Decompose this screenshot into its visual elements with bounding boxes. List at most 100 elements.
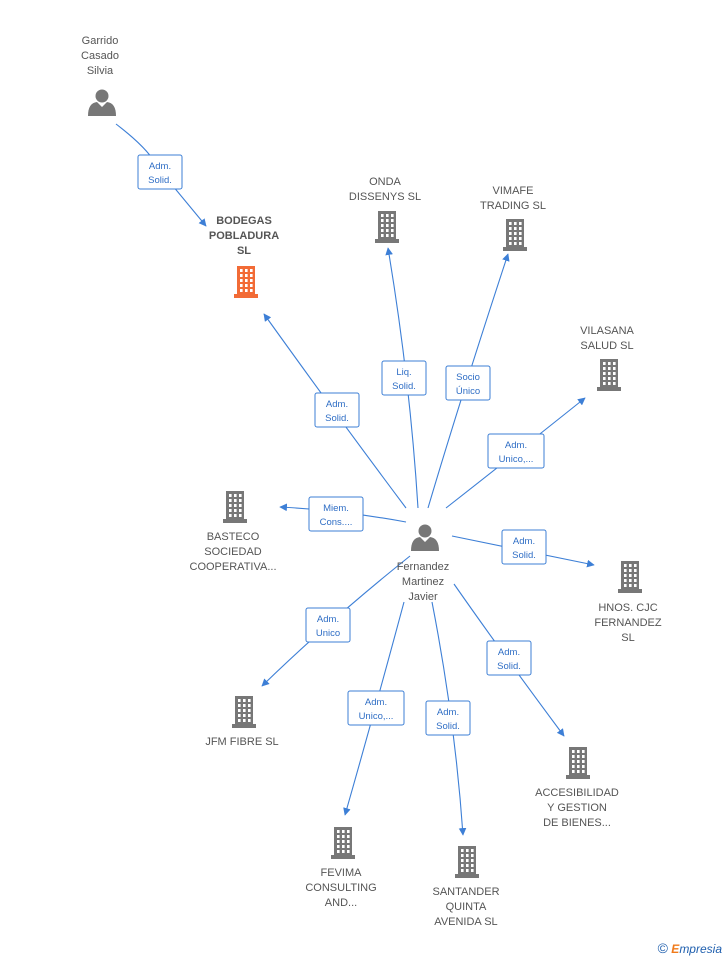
node-label-line: POBLADURA xyxy=(209,230,279,242)
node-label-line: VILASANA xyxy=(580,325,634,337)
company-label-basteco: BASTECO SOCIEDAD COOPERATIVA... xyxy=(190,531,277,573)
edge-label-text: Adm. xyxy=(505,440,527,451)
node-label-line: TRADING SL xyxy=(480,200,546,212)
edge-label-box[interactable] xyxy=(425,700,471,736)
copyright-symbol: © xyxy=(657,940,668,956)
brand-initial: E xyxy=(671,942,680,956)
center-person-icon[interactable] xyxy=(411,524,439,552)
node-label-line: Casado xyxy=(81,50,119,62)
edge-label-box[interactable] xyxy=(347,690,405,726)
building-icon-jfm[interactable] xyxy=(232,696,256,728)
edge-label-text: Solid. xyxy=(436,721,460,732)
edge-label-text: Unico,... xyxy=(499,454,534,465)
edge-label-box[interactable] xyxy=(486,640,532,676)
node-label-line: ACCESIBILIDAD xyxy=(535,787,619,799)
node-label-line: BODEGAS xyxy=(216,215,272,227)
edge-label-text: Socio xyxy=(456,372,480,383)
company-label-accesibilidad: ACCESIBILIDAD Y GESTION DE BIENES... xyxy=(535,787,619,829)
edge-santander: Adm. Solid. xyxy=(425,601,471,836)
edge-label-text: Adm. xyxy=(365,697,387,708)
edge-label-text: Solid. xyxy=(392,381,416,392)
node-label-line: DE BIENES... xyxy=(543,817,611,829)
edge-label-box[interactable] xyxy=(501,529,547,565)
edge-label-box[interactable] xyxy=(487,433,545,469)
edge-label-text: Solid. xyxy=(148,175,172,186)
edge-label-text: Solid. xyxy=(325,413,349,424)
edge-basteco: Miem. Cons.... xyxy=(279,496,407,532)
edge-label-text: Solid. xyxy=(497,661,521,672)
edge-label-text: Unico,... xyxy=(359,711,394,722)
edge-bodegas: Adm. Solid. xyxy=(263,313,407,509)
node-label-line: SALUD SL xyxy=(580,340,633,352)
company-label-onda: ONDA DISSENYS SL xyxy=(349,176,421,203)
node-label-line: SL xyxy=(237,245,251,257)
edge-label-text: Cons.... xyxy=(320,517,353,528)
node-label-line: JFM FIBRE SL xyxy=(205,736,278,748)
building-icon-vilasana[interactable] xyxy=(597,359,621,391)
building-icon-santander[interactable] xyxy=(455,846,479,878)
node-label-line: CONSULTING xyxy=(305,882,376,894)
node-label-line: FERNANDEZ xyxy=(594,617,662,629)
node-label-line: AND... xyxy=(325,897,357,909)
building-icon-onda[interactable] xyxy=(375,211,399,243)
company-label-jfm: JFM FIBRE SL xyxy=(205,736,278,748)
edge-label-text: Adm. xyxy=(149,161,171,172)
node-label-line: SL xyxy=(621,632,634,644)
edge-label-box[interactable] xyxy=(305,607,351,643)
empresia-logo: © Empresia xyxy=(658,940,722,956)
company-label-fevima: FEVIMA CONSULTING AND... xyxy=(305,867,376,909)
node-label-line: Y GESTION xyxy=(547,802,607,814)
edge-onda: Liq. Solid. xyxy=(381,247,427,509)
node-label-line: Garrido xyxy=(82,35,119,47)
edge-label-text: Adm. xyxy=(498,647,520,658)
building-icon-basteco[interactable] xyxy=(223,491,247,523)
edge-label-text: Adm. xyxy=(317,614,339,625)
edge-label-box[interactable] xyxy=(137,154,183,190)
company-label-hnos: HNOS. CJC FERNANDEZ SL xyxy=(594,602,662,644)
node-label-line: Fernandez xyxy=(397,561,450,573)
edge-label-text: Solid. xyxy=(512,550,536,561)
node-label-line: Silvia xyxy=(87,65,114,77)
node-label-line: ONDA xyxy=(369,176,401,188)
edge-label-text: Único xyxy=(456,386,480,397)
edge-label-box[interactable] xyxy=(308,496,364,532)
edge-label-box[interactable] xyxy=(314,392,360,428)
edge-vilasana: Adm. Unico,... xyxy=(445,397,586,509)
edge-jfm: Adm. Unico xyxy=(261,555,411,687)
edge-accesibilidad: Adm. Solid. xyxy=(453,583,565,737)
edge-label-text: Liq. xyxy=(396,367,411,378)
building-icon-bodegas[interactable] xyxy=(234,266,258,298)
edge-hnos: Adm. Solid. xyxy=(451,529,595,568)
node-label-line: AVENIDA SL xyxy=(434,916,497,928)
node-label-line: FEVIMA xyxy=(321,867,363,879)
node-label-line: HNOS. CJC xyxy=(598,602,657,614)
node-label-line: DISSENYS SL xyxy=(349,191,421,203)
top-person-icon[interactable] xyxy=(88,89,116,117)
node-label-line: COOPERATIVA... xyxy=(190,561,277,573)
brand-name: mpresia xyxy=(679,942,722,956)
building-icon-accesibilidad[interactable] xyxy=(566,747,590,779)
edge-label-text: Adm. xyxy=(513,536,535,547)
edge-label-box[interactable] xyxy=(445,365,491,401)
edge-label-text: Adm. xyxy=(437,707,459,718)
edge-fevima: Adm. Unico,... xyxy=(343,601,405,816)
edge-label-box[interactable] xyxy=(381,360,427,396)
node-label-line: SOCIEDAD xyxy=(204,546,262,558)
edge-label-text: Adm. xyxy=(326,399,348,410)
company-label-bodegas: BODEGAS POBLADURA SL xyxy=(209,215,279,257)
building-icon-fevima[interactable] xyxy=(331,827,355,859)
building-icon-vimafe[interactable] xyxy=(503,219,527,251)
node-label-line: Martinez xyxy=(402,576,444,588)
node-label-line: BASTECO xyxy=(207,531,260,543)
edge-label-text: Miem. xyxy=(323,503,349,514)
edge-label-text: Unico xyxy=(316,628,340,639)
node-label-line: Javier xyxy=(408,591,438,603)
node-label-line: QUINTA xyxy=(446,901,487,913)
building-icon-hnos[interactable] xyxy=(618,561,642,593)
